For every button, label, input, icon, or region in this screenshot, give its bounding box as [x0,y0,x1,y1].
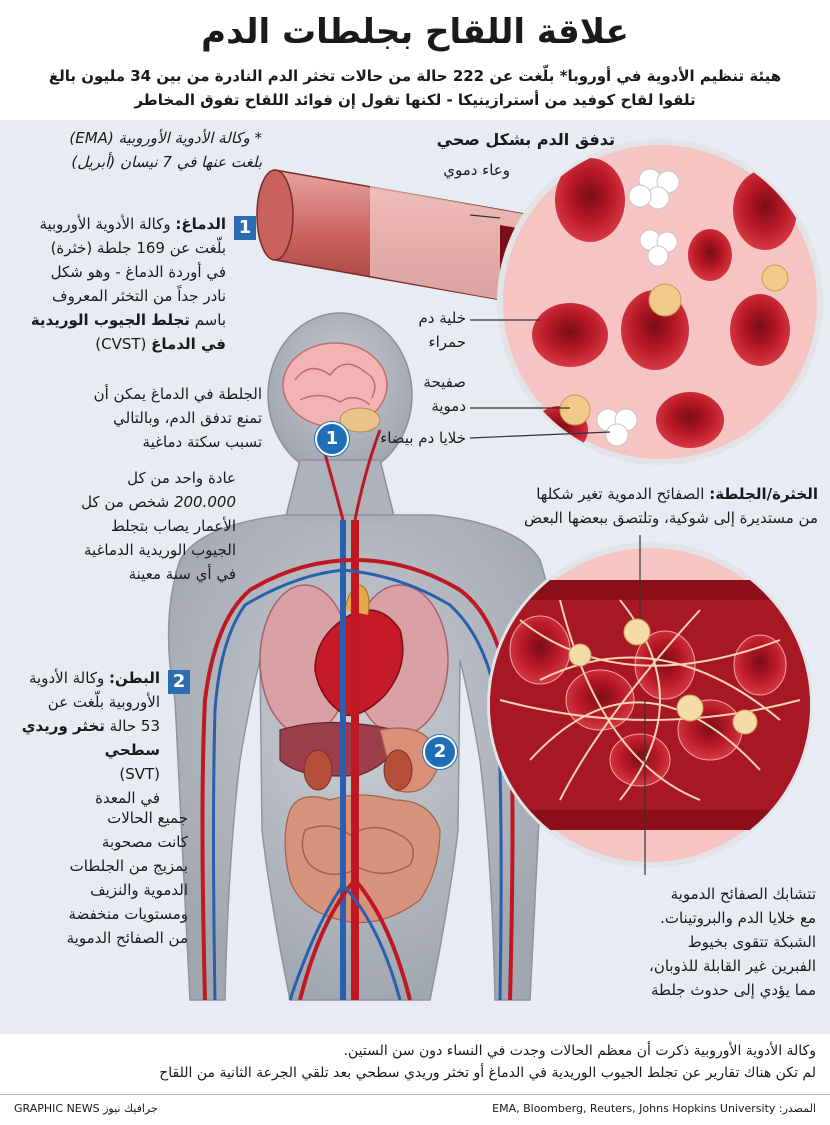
platelet-label-line-2: دموية [431,397,466,415]
abdomen-notes-line-2: كانت مصحوبة [101,833,188,851]
brain-cvst-abbr: (CVST) [95,335,147,353]
vessel-label: وعاء دموي [443,161,510,179]
mesh-line-4: الفبرين غير القابلة للذوبان، [648,957,816,975]
clot-line-2: من مستديرة إلى شوكية، وتلتصق ببعضها البع… [523,509,818,527]
platelet-label: صفيحة دموية [366,370,466,418]
brain-line-2: بلّغت عن 169 جلطة (خثرة) [50,239,226,257]
footer-note-2: لم تكن هناك تقارير عن تجلط الجيوب الوريد… [159,1065,816,1081]
brain-line-6: في الدماغ (CVST) [16,332,226,356]
mesh-line-2: مع خلايا الدم والبروتينات. [660,909,816,927]
platelet-label-line-1: صفيحة [423,373,466,391]
abdomen-heading: البطن: [108,669,160,687]
mesh-line-3: الشبكة تتقوى بخيوط [687,933,816,951]
brain-heading: الدماغ: [175,215,226,233]
abdomen-notes-line-1: جميع الحالات [107,809,188,827]
abdomen-count: 53 حالة [109,717,160,735]
mesh-line-1: تتشابك الصفائح الدموية [670,885,816,903]
healthy-flow-heading: تدفق الدم بشكل صحي [436,130,615,149]
footer-notes: وكالة الأدوية الأوروبية ذكرت أن معظم الح… [16,1040,816,1084]
section-1-badge: 1 [234,216,256,240]
brain-effect-line-3: تسبب سكتة دماغية [142,433,262,451]
brain-cvst-name-2: في الدماغ [151,335,226,353]
marker-1-brain: 1 [315,422,349,456]
brain-stats-number: 200.000 [173,493,236,511]
blood-vessel-tube [256,169,540,306]
ema-footnote-line-1: * وكالة الأدوية الأوروبية (EMA) [69,129,262,147]
mesh-notes: تتشابك الصفائح الدموية مع خلايا الدم وال… [596,882,816,1002]
page-title: علاقة اللقاح بجلطات الدم [201,12,629,52]
ema-footnote-line-2: بلغت عنها في 7 نيسان (أبريل) [71,153,262,171]
brain-stats-line-4: الجيوب الوريدية الدماغية [84,541,236,559]
abdomen-svt-name-2: سطحي [104,741,160,759]
brain-line-3: في أوردة الدماغ - وهو شكل [50,263,226,281]
leader-lines-clot [639,535,646,875]
source-credit: المصدر: EMA, Bloomberg, Reuters, Johns H… [492,1102,816,1115]
healthy-blood-circle [497,139,823,465]
abdomen-notes-line-6: من الصفائح الدموية [66,929,188,947]
abdomen-line-6: في المعدة [95,789,160,807]
brain-stats-line-2: 200.000 شخص من كل [6,490,236,514]
brain-stats-line-3: الأعمار يصاب بتجلط [110,517,236,535]
abdomen-svt-abbr: (SVT) [119,765,160,783]
brain-effect-line-2: تمنع تدفق الدم، وبالتالي [113,409,262,427]
leader-lines-healthy [469,214,611,439]
ema-footnote: * وكالة الأدوية الأوروبية (EMA) بلغت عنه… [12,126,262,174]
brain-stats-line-2-text: شخص من كل [81,493,170,511]
publisher-credit: GRAPHIC NEWS جرافيك نيوز [14,1102,158,1115]
red-blood-cell-label: خلية دم حمراء [366,306,466,354]
section-2-badge: 2 [168,670,190,694]
brain-line-5: باسم تجلط الجيوب الوريدية [16,308,226,332]
brain-effect-line-1: الجلطة في الدماغ يمكن أن [93,385,262,403]
abdomen-line-1-text: وكالة الأدوية [29,669,105,687]
brain-stats-line-1: عادة واحد من كل [127,469,236,487]
abdomen-line-1: البطن: وكالة الأدوية [10,666,160,690]
brain-section: الدماغ: وكالة الأدوية الأوروبية بلّغت عن… [16,212,226,356]
brain-stats-line-5: في أي سنة معينة [128,565,236,583]
brain-cvst-name: تجلط الجيوب الوريدية [30,311,190,329]
white-blood-cells-label: خلايا دم بيضاء [380,429,466,447]
marker-2-abdomen: 2 [423,735,457,769]
clot-circle [487,542,813,868]
subtitle-line-2: تلقوا لقاح كوفيد من أسترازينيكا - لكنها … [134,91,696,109]
footer-bar: المصدر: EMA, Bloomberg, Reuters, Johns H… [0,1094,830,1125]
clot-heading: الخثرة/الجلطة: [709,485,818,503]
rbc-label-line-2: حمراء [428,333,466,351]
abdomen-svt-name: تخثر وريدي [21,717,105,735]
brain-stats: عادة واحد من كل 200.000 شخص من كل الأعما… [6,466,236,586]
abdomen-section: البطن: وكالة الأدوية الأوروبية بلّغت عن … [10,666,160,810]
abdomen-line-2: الأوروبية بلّغت عن [47,693,160,711]
abdomen-line-4: سطحي [10,738,160,762]
abdomen-notes-line-3: بمزيج من الجلطات [69,857,188,875]
brain-effect: الجلطة في الدماغ يمكن أن تمنع تدفق الدم،… [12,382,262,454]
abdomen-notes-line-5: ومستويات منخفضة [68,905,188,923]
abdomen-line-3: 53 حالة تخثر وريدي [10,714,160,738]
clot-line-1: الخثرة/الجلطة: الصفائح الدموية تغير شكله… [478,482,818,506]
brain-line-1-text: وكالة الأدوية الأوروبية [39,215,171,233]
brain-line-5-prefix: باسم [194,311,226,329]
page-subtitle: هيئة تنظيم الأدوية في أوروبا* بلّغت عن 2… [20,64,810,112]
brain-line-1: الدماغ: وكالة الأدوية الأوروبية [16,212,226,236]
mesh-line-5: مما يؤدي إلى حدوث جلطة [650,981,816,999]
footer-note-1: وكالة الأدوية الأوروبية ذكرت أن معظم الح… [343,1043,816,1059]
clot-section: الخثرة/الجلطة: الصفائح الدموية تغير شكله… [478,482,818,530]
rbc-label-line-1: خلية دم [418,309,466,327]
subtitle-line-1: هيئة تنظيم الأدوية في أوروبا* بلّغت عن 2… [48,67,782,85]
abdomen-notes: جميع الحالات كانت مصحوبة بمزيج من الجلطا… [12,806,188,950]
clot-line-1-text: الصفائح الدموية تغير شكلها [536,485,705,503]
human-body [167,312,553,1001]
abdomen-notes-line-4: الدموية والنزيف [90,881,188,899]
brain-line-4: نادر جداً من التخثر المعروف [52,287,226,305]
